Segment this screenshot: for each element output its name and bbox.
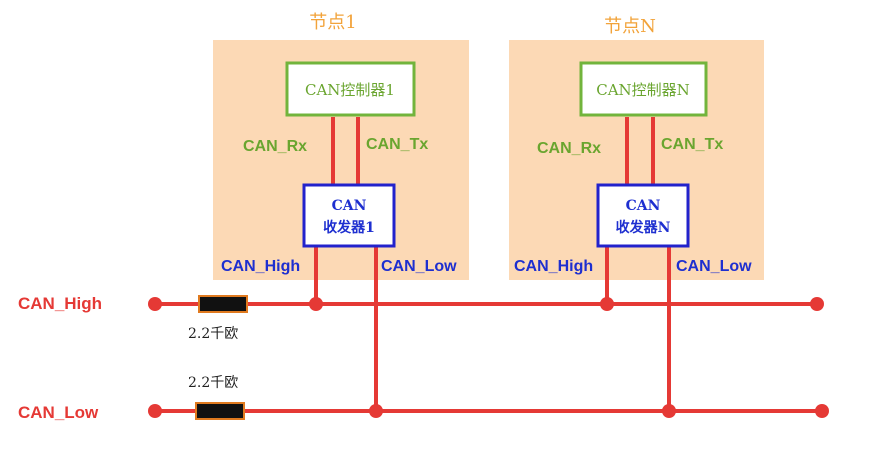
low-resistor-label: 2.2千欧 xyxy=(188,375,238,391)
nodeN-low-label: CAN_Low xyxy=(676,258,752,275)
node1-controller-label: CAN控制器1 xyxy=(305,81,395,99)
nodeN-title: 节点N xyxy=(604,16,656,37)
low-bus-start-terminal xyxy=(148,404,162,418)
bus-high-label: CAN_High xyxy=(18,294,102,313)
nodeN-transceiver-line2: 收发器N xyxy=(616,219,671,236)
node1-low-label: CAN_Low xyxy=(381,258,457,275)
high-bus-start-terminal xyxy=(148,297,162,311)
high-line-resistor xyxy=(198,295,248,313)
nodeN-controller-label: CAN控制器N xyxy=(596,81,690,99)
node1-tx-label: CAN_Tx xyxy=(366,136,428,153)
node1-title: 节点1 xyxy=(309,12,356,33)
nodeN-controller-box xyxy=(579,61,708,117)
node1-transceiver-line2: 收发器1 xyxy=(323,219,375,236)
bus-low-label: CAN_Low xyxy=(18,403,99,422)
nodeN-transceiver-box xyxy=(596,183,690,248)
low-line-resistor xyxy=(195,402,245,420)
nodeN-low-junction xyxy=(662,404,676,418)
node1-rx-label: CAN_Rx xyxy=(243,138,307,155)
node1-transceiver-box xyxy=(302,183,396,248)
node1-transceiver-line1: CAN xyxy=(332,198,367,214)
high-resistor-label: 2.2千欧 xyxy=(188,326,238,342)
node1-controller-box xyxy=(285,61,416,117)
nodeN-high-junction xyxy=(600,297,614,311)
node1-low-junction xyxy=(369,404,383,418)
nodeN-transceiver-line1: CAN xyxy=(626,198,661,214)
high-bus-end-terminal xyxy=(810,297,824,311)
nodeN-high-label: CAN_High xyxy=(514,258,593,275)
nodeN-tx-label: CAN_Tx xyxy=(661,136,723,153)
low-bus-end-terminal xyxy=(815,404,829,418)
nodeN-rx-label: CAN_Rx xyxy=(537,140,601,157)
node1-high-junction xyxy=(309,297,323,311)
node1-high-label: CAN_High xyxy=(221,258,300,275)
